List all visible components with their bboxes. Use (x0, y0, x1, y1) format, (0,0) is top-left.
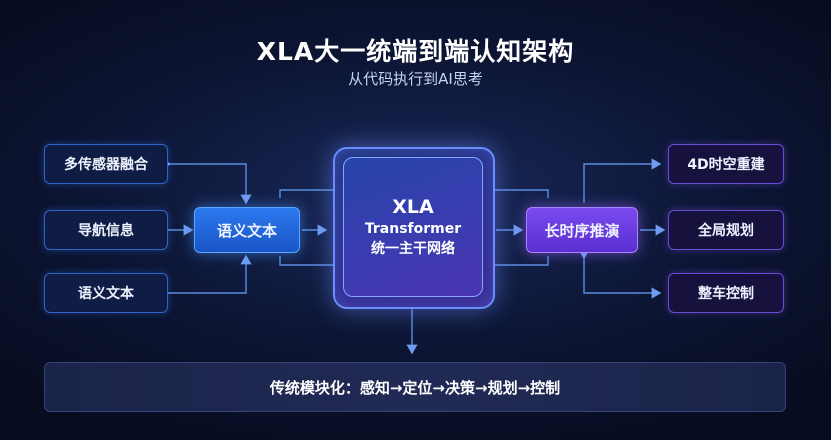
input-node-sensor-fusion: 多传感器融合 (44, 144, 168, 184)
core-label-line2: Transformer (364, 221, 462, 237)
output-node-4d-reconstruction: 4D时空重建 (668, 144, 784, 184)
connector-right-hub-output3 (578, 249, 662, 299)
connector-core-bottom-right (491, 256, 549, 266)
diagram-subtitle: 从代码执行到AI思考 (348, 70, 483, 88)
connector-input1-left-hub (161, 158, 252, 205)
core-label-line3: 统一主干网络 (371, 241, 455, 257)
connector-core-top-right (491, 189, 549, 198)
output-node-global-planning: 全局规划 (668, 210, 784, 250)
right-hub-node: 长时序推演 (526, 207, 638, 253)
core-node: XLA Transformer 统一主干网络 (343, 157, 483, 297)
connector-input3-left-hub (168, 254, 252, 294)
left-hub-node: 语义文本 (194, 207, 300, 253)
core-label-line1: XLA (392, 196, 434, 218)
input-node-navigation: 导航信息 (44, 210, 168, 250)
connector-core-bottom-left (279, 256, 333, 266)
traditional-pipeline-bar: 传统模块化：感知→定位→决策→规划→控制 (44, 362, 786, 412)
connector-right-hub-output1 (583, 158, 662, 203)
diagram-title: XLA大一统端到端认知架构 (256, 37, 575, 66)
connector-core-top-left (279, 189, 333, 198)
input-node-semantic-text: 语义文本 (44, 273, 168, 313)
output-node-vehicle-control: 整车控制 (668, 273, 784, 313)
